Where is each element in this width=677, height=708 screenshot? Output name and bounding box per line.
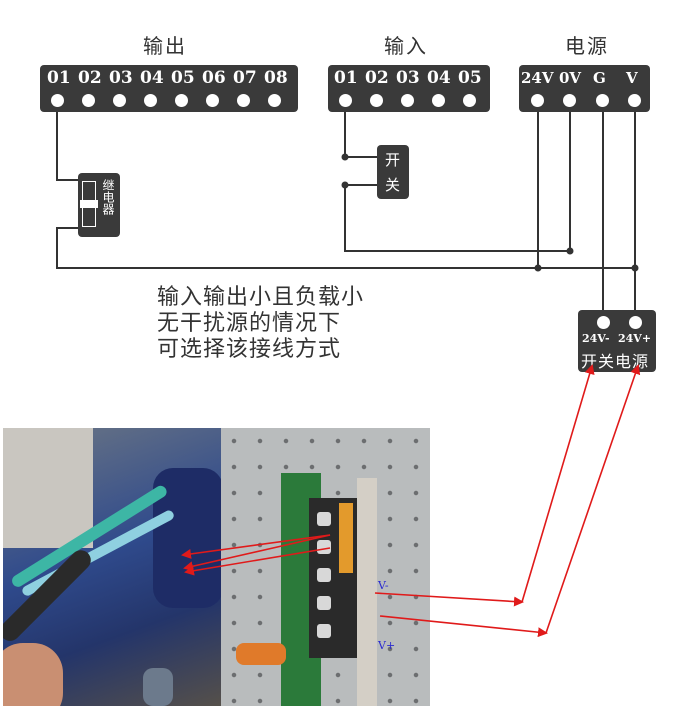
terminal-screw: [401, 94, 414, 107]
v-plus-label: V+: [378, 639, 396, 652]
terminal-screw: [597, 316, 610, 329]
terminal-screw: [531, 94, 544, 107]
output-pin-label: 06: [202, 68, 226, 88]
terminal-screw-photo: [317, 596, 331, 610]
power-block-title: 电源: [565, 34, 609, 58]
terminal-screw-photo: [317, 540, 331, 554]
power-supply-photo: V- V+: [221, 428, 430, 706]
orange-component: [339, 503, 353, 573]
terminal-screw-photo: [317, 568, 331, 582]
input-pin-label: 05: [458, 68, 482, 88]
cable-photo: [3, 428, 221, 706]
input-pin-label: 02: [365, 68, 389, 88]
input-pin-label: 01: [334, 68, 358, 88]
terminal-screw: [144, 94, 157, 107]
output-pin-label: 08: [264, 68, 288, 88]
terminal-screw: [370, 94, 383, 107]
output-pin-label: 05: [171, 68, 195, 88]
relay-label: 继电器: [101, 179, 115, 215]
input-pin-label: 04: [427, 68, 451, 88]
photo-shoe: [143, 668, 173, 706]
terminal-screw: [206, 94, 219, 107]
terminal-screw: [82, 94, 95, 107]
terminal-screw: [596, 94, 609, 107]
terminal-screw: [51, 94, 64, 107]
terminal-screw-photo: [317, 512, 331, 526]
terminal-screw: [628, 94, 641, 107]
switch-label-bottom: 关: [385, 176, 401, 194]
hand: [3, 643, 63, 706]
output-pin-label: 01: [47, 68, 71, 88]
terminal-screw: [175, 94, 188, 107]
wiring-note: 输入输出小且负载小 无干扰源的情况下 可选择该接线方式: [157, 285, 364, 363]
terminal-screw: [268, 94, 281, 107]
terminal-screw: [463, 94, 476, 107]
switch: 开 关: [377, 145, 409, 199]
photo-background-wall: [3, 428, 93, 548]
input-terminal-block: 01 02 03 04 05: [328, 65, 490, 112]
terminal-screw: [339, 94, 352, 107]
output-pin-label: 07: [233, 68, 257, 88]
relay: 继电器: [78, 173, 120, 237]
v-minus-label: V-: [378, 579, 389, 592]
terminal-screw: [629, 316, 642, 329]
power-pin-label: 0V: [559, 69, 582, 87]
output-pin-label: 02: [78, 68, 102, 88]
metal-case: [357, 478, 377, 706]
input-pin-label: 03: [396, 68, 420, 88]
terminal-screw-photo: [317, 624, 331, 638]
power-terminal-block: 24V 0V G V: [519, 65, 650, 112]
switch-label-top: 开: [385, 151, 401, 169]
output-pin-label: 03: [109, 68, 133, 88]
note-line: 输入输出小且负载小: [157, 285, 365, 310]
power-pin-label: G: [593, 69, 606, 87]
output-block-title: 输出: [143, 34, 187, 58]
terminal-screw: [113, 94, 126, 107]
input-block-title: 输入: [384, 34, 428, 58]
orange-cable: [236, 643, 286, 665]
psu-pin-neg: 24V-: [582, 332, 610, 345]
psu-pin-pos: 24V+: [618, 332, 652, 345]
terminal-screw: [432, 94, 445, 107]
terminal-screw: [563, 94, 576, 107]
output-terminal-block: 01 02 03 04 05 06 07 08: [40, 65, 298, 112]
note-line: 可选择该接线方式: [157, 337, 342, 362]
power-pin-label: V: [626, 69, 638, 87]
power-pin-label: 24V: [521, 69, 554, 87]
output-pin-label: 04: [140, 68, 164, 88]
terminal-screw: [237, 94, 250, 107]
note-line: 无干扰源的情况下: [157, 311, 342, 336]
relay-coil-bar: [80, 200, 98, 208]
